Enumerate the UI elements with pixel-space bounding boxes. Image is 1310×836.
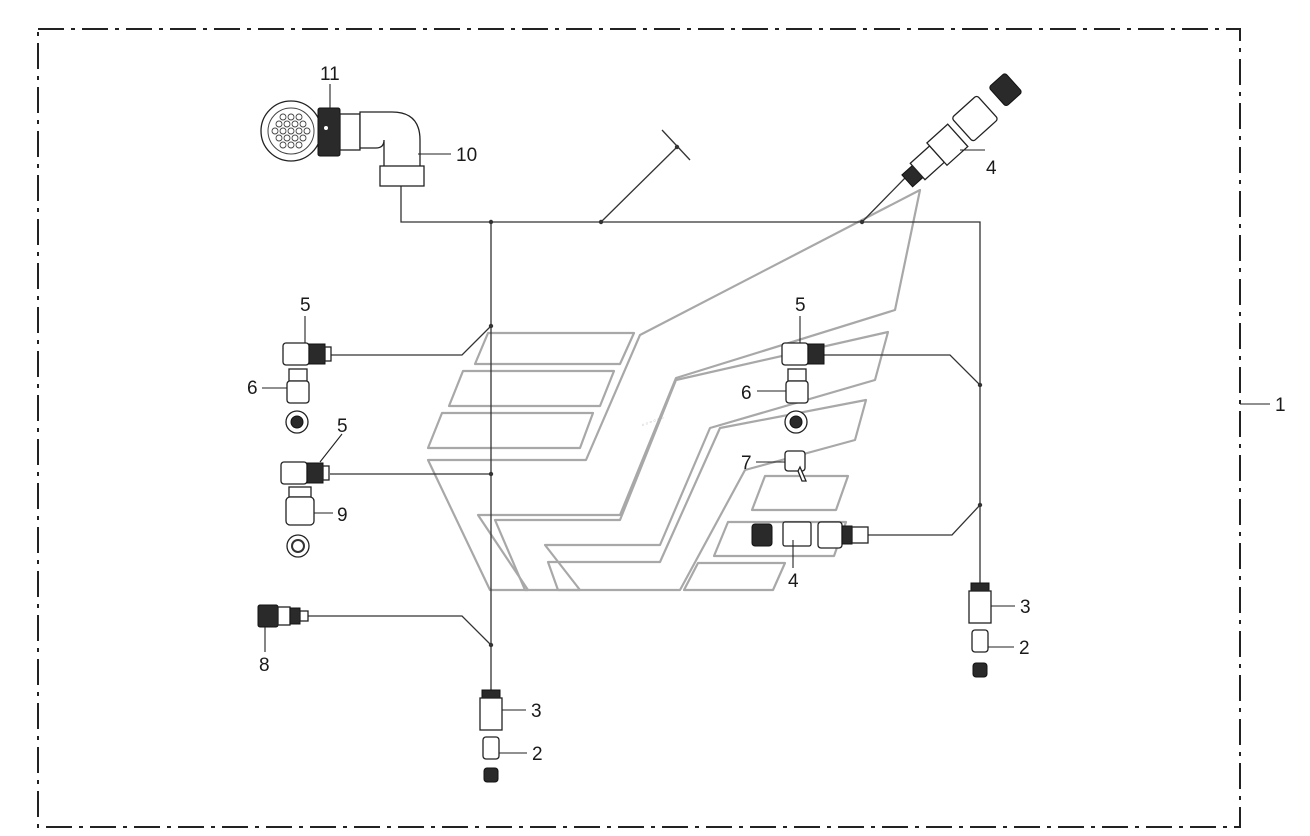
callout-3-center: 3 (531, 701, 542, 722)
angled-connector-top (901, 73, 1022, 188)
callout-8: 8 (259, 655, 270, 676)
callout-4-top: 4 (986, 158, 997, 179)
inline-connector-center (479, 689, 503, 783)
callout-9: 9 (337, 505, 348, 526)
small-connector-7 (784, 450, 807, 482)
elbow-connector-right (781, 342, 825, 434)
callout-10: 10 (456, 145, 477, 166)
elbow-connector-left-lower (280, 461, 330, 558)
wire-junctions (488, 144, 983, 648)
svg-text:◦◦◦◦◦◦: ◦◦◦◦◦◦ (640, 414, 666, 430)
watermark-logo: ◦◦◦◦◦◦ (426, 188, 922, 592)
callout-5-left-lower: 5 (337, 416, 348, 437)
callout-5-right: 5 (795, 295, 806, 316)
callout-11: 11 (320, 64, 340, 85)
callout-6-left: 6 (247, 378, 258, 399)
callout-6-right: 6 (741, 383, 752, 404)
callout-leaders (262, 84, 1270, 754)
callout-1: 1 (1275, 395, 1286, 416)
round-connector-body (317, 107, 425, 187)
connector-8 (257, 604, 309, 628)
harness-wires (305, 129, 981, 690)
inline-connector-right (968, 582, 992, 678)
callout-labels: 1 11 10 4 5 6 5 6 5 9 7 4 8 3 2 3 2 (247, 64, 1286, 765)
round-connector-face (260, 100, 322, 162)
callout-4-bottom: 4 (788, 571, 799, 592)
connector-row-bottom (751, 521, 869, 549)
elbow-connector-left-upper (282, 342, 332, 434)
callout-2-right: 2 (1019, 638, 1030, 659)
callout-5-left-upper: 5 (300, 295, 311, 316)
callout-7: 7 (741, 453, 752, 474)
assembly-boundary (37, 28, 1241, 828)
callout-3-right: 3 (1020, 597, 1031, 618)
callout-2-center: 2 (532, 744, 543, 765)
